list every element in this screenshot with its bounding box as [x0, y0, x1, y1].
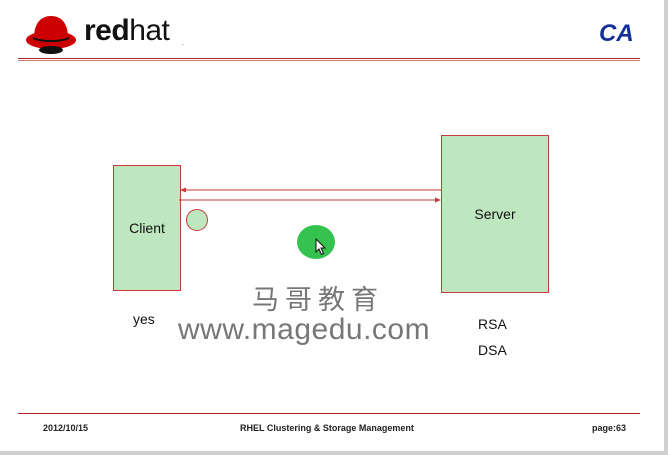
server-note-dsa: DSA: [478, 342, 507, 358]
client-box: Client: [113, 165, 181, 291]
footer-page: page:63: [592, 423, 627, 433]
server-note-rsa: RSA: [478, 316, 507, 332]
wordmark-mark: .: [182, 40, 184, 47]
footer-course: RHEL Clustering & Storage Management: [240, 423, 414, 433]
server-label: Server: [474, 206, 516, 222]
wordmark-hat: hat: [129, 14, 170, 47]
slide-title: CA: [599, 20, 634, 47]
footer-date: 2012/10/15: [43, 423, 89, 433]
client-note: yes: [133, 311, 155, 327]
redhat-wordmark: redhat: [84, 14, 170, 47]
client-label: Client: [129, 220, 165, 236]
wordmark-red: red: [84, 14, 130, 47]
arrowhead-left: [180, 187, 186, 193]
watermark-chinese: 马哥教育: [252, 285, 384, 316]
server-box: Server: [441, 135, 549, 293]
arrowhead-right: [435, 197, 441, 203]
footer-rule: [18, 413, 640, 414]
header-rule: [18, 58, 640, 59]
mouse-pointer-icon: [315, 238, 327, 256]
watermark-url: www.magedu.com: [178, 313, 431, 346]
header-rule-shadow: [18, 60, 640, 61]
small-circle: [186, 209, 208, 231]
redhat-logo-icon: [26, 16, 76, 54]
